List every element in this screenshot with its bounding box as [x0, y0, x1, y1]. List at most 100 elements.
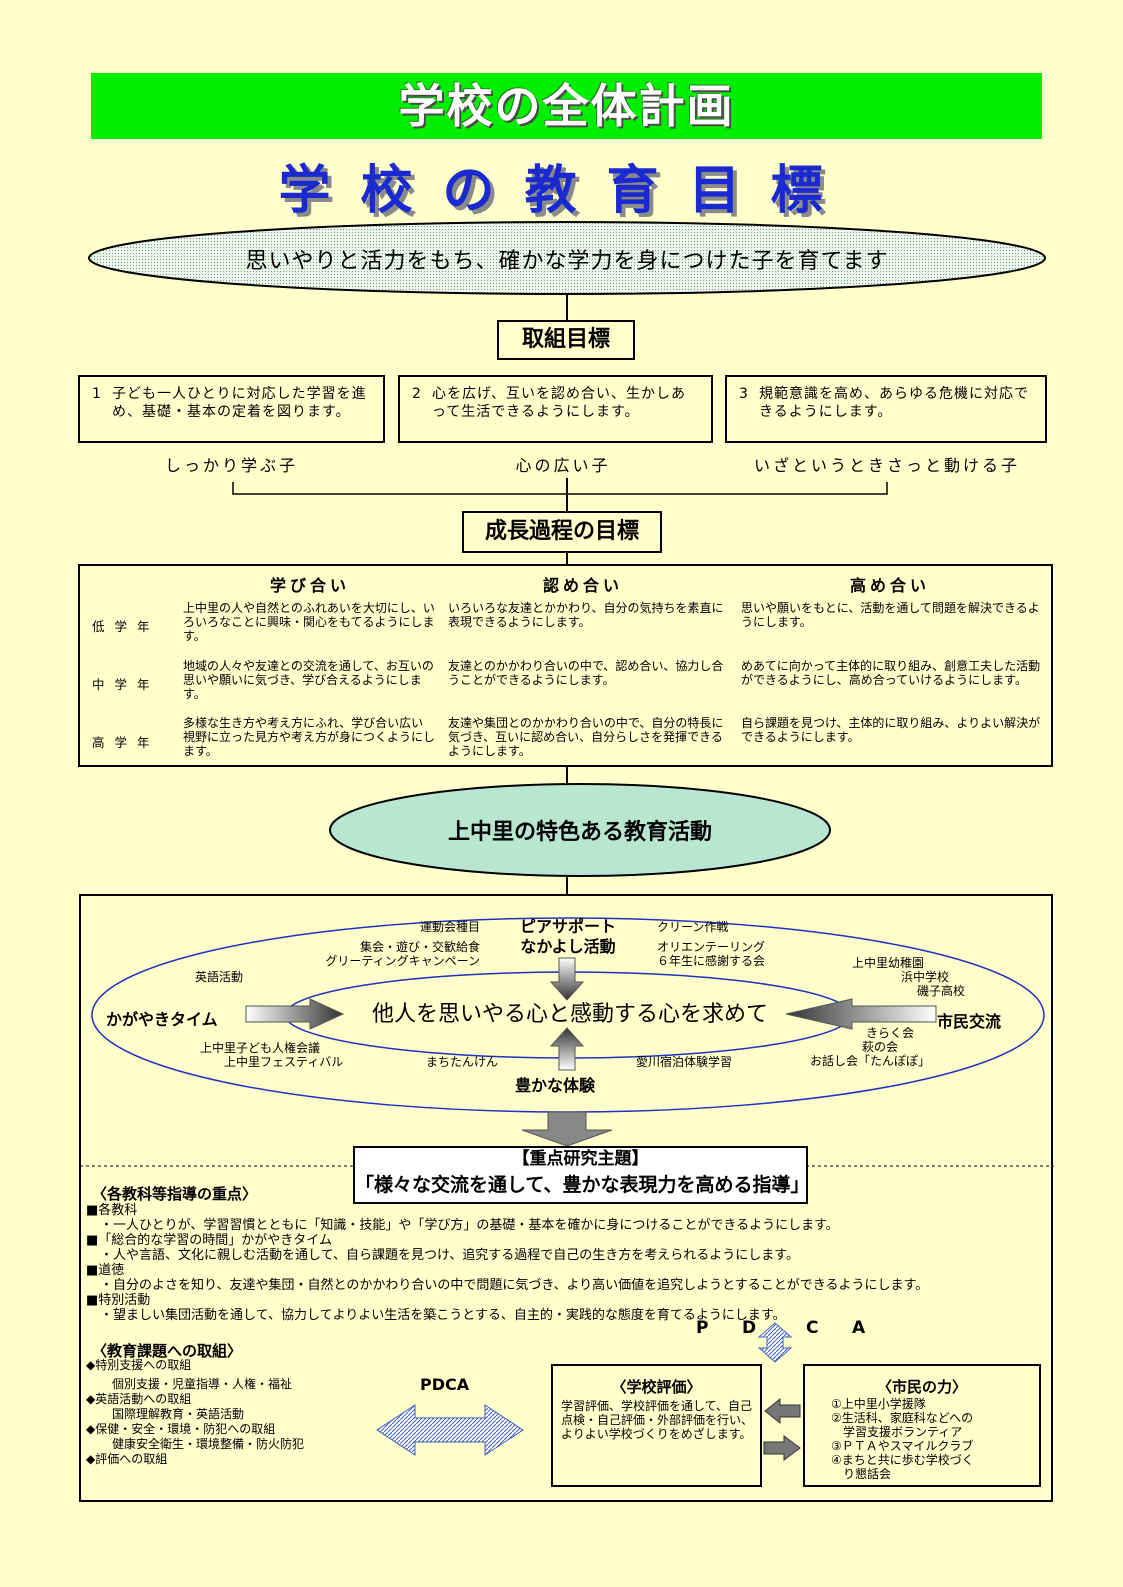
- issue-line: ◆特別支援への取組: [86, 1358, 192, 1372]
- citizen-item: ①上中里小学援隊: [831, 1397, 926, 1411]
- evaluation-body: 学習評価、学校評価を通して、自己点検・自己評価・外部評価を行い、よりよい学校づく…: [561, 1399, 754, 1441]
- activity-item: グリーティングキャンペーン: [325, 954, 480, 968]
- table-cell: 自ら課題を見つけ、主体的に取り組み、よりよい解決ができるようにします。: [741, 716, 1041, 744]
- issue-line: 健康安全衛生・環境整備・防火防犯: [100, 1437, 305, 1451]
- partner-item: 磯子高校: [916, 984, 965, 998]
- objective-box-2: 2 心を広げ、互いを認め合い、生かしあって生活できるようにします。: [398, 375, 713, 443]
- pdca-label: PDCA: [420, 1375, 470, 1394]
- issue-line: ◆保健・安全・環境・防犯への取組: [86, 1422, 276, 1436]
- column-header: 学び合い: [269, 576, 350, 595]
- goal-heading: 学校の教育目標: [278, 161, 853, 221]
- right-bottom-partners: きらく会 萩の会 お話し会「たんぽぽ」: [800, 1026, 940, 1068]
- citizen-item: ②生活科、家庭科などへの: [831, 1411, 974, 1425]
- objective-box-1: 1 子ども一人ひとりに対応した学習を進め、基礎・基本の定着を図ります。: [78, 375, 385, 443]
- aikawa-camp: 愛川宿泊体験学習: [636, 1055, 733, 1069]
- left-arrow-shape: [245, 998, 345, 1030]
- featured-title: 上中里の特色ある教育活動: [447, 820, 712, 845]
- title-banner: [91, 73, 1042, 139]
- issue-line: 国際理解教育・英語活動: [100, 1407, 245, 1421]
- citizen-item: り懇話会: [831, 1467, 892, 1481]
- row-label: 中学年: [92, 677, 160, 692]
- slogan-2: 心の広い子: [515, 456, 611, 475]
- partner-item: 上中里幼稚園: [852, 956, 925, 970]
- subject-body: ・望ましい集団活動を通して、協力してよりよい生活を築こうとする、自主的・実践的な…: [100, 1308, 786, 1323]
- citizen-item: ④まちと共に歩む学校づく: [831, 1453, 974, 1467]
- citizens-list: ①上中里小学援隊 ②生活科、家庭科などへの 学習支援ボランティア ③ＰＴＡやスマ…: [805, 1397, 1039, 1481]
- top-left-activities: 運動会種目 集会・遊び・交歓給食 グリーティングキャンペーン: [290, 920, 480, 968]
- activity-item: 上中里子ども人権会議: [200, 1041, 321, 1055]
- activity-item: クリーン作戦: [657, 920, 729, 934]
- row-label: 低学年: [92, 619, 160, 634]
- right-arrow-shape: [785, 998, 937, 1030]
- growth-goals-table: 学び合い 認め合い 高め合い 低学年 上中里の人や自然とのふれあいを大切にし、い…: [78, 564, 1053, 767]
- activity-item: ６年生に感謝する会: [657, 954, 766, 968]
- subject-body: ・自分のよさを知り、友達や集団・自然とのかかわり合いの中で問題に気づき、より高い…: [100, 1278, 929, 1293]
- citizen-item: ③ＰＴＡやスマイルクラブ: [831, 1439, 974, 1453]
- table-cell: 友達や集団とのかかわり合いの中で、自分の特長に気づき、互いに認め合い、自分らしさ…: [448, 716, 724, 758]
- bottom-left-activities: 上中里子ども人権会議 上中里フェスティバル: [200, 1041, 370, 1069]
- subject-body: ・人や言語、文化に親しむ活動を通して、自ら課題を見つけ、追究する過程で自己の生き…: [100, 1248, 800, 1263]
- citizens-power-box: 〈市民の力〉 ①上中里小学援隊 ②生活科、家庭科などへの 学習支援ボランティア …: [803, 1364, 1041, 1487]
- research-theme: 「様々な交流を通して、豊かな表現力を高める指導」: [355, 1174, 810, 1196]
- objective-number: 1: [92, 386, 102, 402]
- top-main-line: なかよし活動: [520, 937, 616, 956]
- issue-line: ◆英語活動への取組: [86, 1392, 192, 1406]
- center-theme: 他人を思いやる心と感動する心を求めて: [371, 1002, 768, 1027]
- citizens-title: 〈市民の力〉: [876, 1378, 967, 1396]
- objective-box-3: 3 規範意識を高め、あらゆる危機に対応できるようにします。: [725, 375, 1047, 443]
- partner-item: お話し会「たんぽぽ」: [809, 1054, 930, 1068]
- activity-item: 集会・遊び・交歓給食: [359, 940, 480, 954]
- research-theme-box: 【重点研究主題】 「様々な交流を通して、豊かな表現力を高める指導」: [353, 1146, 810, 1204]
- citizen-exchange-label: 市民交流: [937, 1012, 1002, 1031]
- subject-head: ■道徳: [86, 1263, 125, 1278]
- slogan-1: しっかり学ぶ子: [164, 456, 298, 475]
- activity-item: 運動会種目: [419, 920, 480, 934]
- column-header: 認め合い: [542, 576, 623, 595]
- partner-item: 浜中学校: [900, 970, 949, 984]
- growth-goals-title: 成長過程の目標: [462, 511, 662, 553]
- pdca-letter-a: A: [852, 1318, 866, 1338]
- objective-text: 規範意識を高め、あらゆる危機に対応できるようにします。: [759, 386, 1029, 420]
- table-cell: 多様な生き方や考え方にふれ、学び合い広い視野に立った見方や考え方が身につくように…: [183, 716, 436, 758]
- town-exploration: まちたんけん: [426, 1055, 499, 1069]
- citizen-item: 学習支援ボランティア: [831, 1425, 963, 1439]
- issue-line: 個別支援・児童指導・人権・福祉: [100, 1377, 293, 1391]
- top-right-activities: クリーン作戦 オリエンテーリング ６年生に感謝する会: [657, 920, 857, 968]
- activities-frame: [79, 894, 1053, 1502]
- table-cell: めあてに向かって主体的に取り組み、創意工夫した活動ができるようにし、高め合ってい…: [741, 659, 1041, 687]
- row-label: 高学年: [92, 735, 160, 750]
- peer-support-label: ピアサポート なかよし活動: [498, 917, 638, 957]
- table-cell: 地域の人々や友達との交流を通して、お互いの思いや願いに気づき、学び合えるようにし…: [183, 659, 434, 701]
- pdca-letter-c: C: [806, 1318, 819, 1338]
- slogan-3: いざというときさっと動ける子: [753, 456, 1020, 475]
- table-cell: 上中里の人や自然とのふれあいを大切にし、いろいろなことに興味・関心をもてるように…: [183, 601, 435, 643]
- issues-title: 〈教育課題への取組〉: [92, 1342, 243, 1360]
- page-title: 学校の全体計画: [398, 79, 735, 133]
- action-goals-title: 取組目標: [497, 320, 635, 360]
- up-arrow-shape: [549, 1027, 585, 1071]
- activity-item: オリエンテーリング: [657, 940, 766, 954]
- partner-item: 萩の会: [861, 1040, 898, 1054]
- subjects-title: 〈各教科等指導の重点〉: [92, 1185, 258, 1203]
- pdca-letter-d: D: [742, 1318, 757, 1338]
- issues-list: ◆特別支援への取組 個別支援・児童指導・人権・福祉 ◆英語活動への取組 国際理解…: [86, 1358, 376, 1467]
- objective-number: 3: [739, 386, 749, 402]
- subject-head: ■各教科: [86, 1203, 138, 1218]
- subject-head: ■特別活動: [86, 1293, 151, 1308]
- school-goal-text: 思いやりと活力をもち、確かな学力を身につけた子を育てます: [245, 249, 889, 274]
- top-main-line: ピアサポート: [519, 917, 616, 936]
- subject-head: ■「総合的な学習の時間」かがやきタイム: [86, 1233, 333, 1248]
- subject-body: ・一人ひとりが、学習習慣とともに「知識・技能」や「学び方」の基礎・基本を確かに身…: [100, 1218, 839, 1233]
- objective-number: 2: [412, 386, 422, 402]
- issue-line: ◆評価への取組: [86, 1452, 168, 1466]
- table-cell: 友達とのかかわり合いの中で、認め合い、協力し合うことができるようにします。: [448, 659, 724, 687]
- featured-ellipse: [329, 783, 831, 877]
- table-cell: いろいろな友達とかかわり、自分の気持ちを素直に表現できるようにします。: [448, 601, 724, 629]
- english-activity: 英語活動: [195, 970, 244, 984]
- school-evaluation-box: 〈学校評価〉 学習評価、学校評価を通して、自己点検・自己評価・外部評価を行い、よ…: [551, 1364, 762, 1487]
- research-label: 【重点研究主題】: [512, 1149, 649, 1169]
- right-top-partners: 上中里幼稚園 浜中学校 磯子高校: [820, 956, 965, 998]
- subjects-list: ■各教科 ・一人ひとりが、学習習慣とともに「知識・技能」や「学び方」の基礎・基本…: [86, 1203, 1046, 1323]
- down-arrow-shape: [549, 957, 585, 1001]
